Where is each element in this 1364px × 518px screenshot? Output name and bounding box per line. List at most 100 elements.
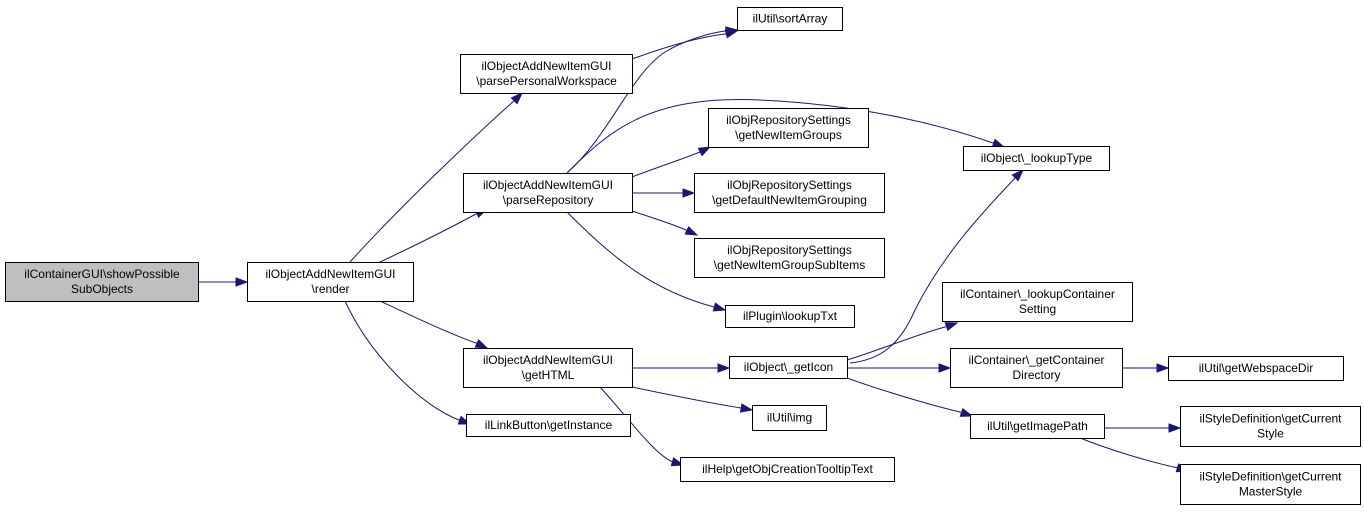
edge-n2-to-n6 [631,29,739,60]
edge-line [349,99,516,263]
node-n2[interactable]: ilObjectAddNewItemGUI\parsePersonalWorks… [460,54,633,94]
edge-n12-to-n17 [846,377,974,417]
node-box [694,173,885,213]
node-box [680,457,895,482]
edge-layer [198,26,1190,473]
edge-n0-to-n1 [198,277,249,287]
node-box [460,54,633,94]
node-label: ilLinkButton\getInstance [485,418,613,432]
node-label: ilUtil\sortArray [753,12,828,26]
edge-line [631,151,701,178]
edge-n3-to-n9 [631,210,699,236]
node-label: \getDefaultNewItemGrouping [712,193,867,207]
node-box [708,108,869,148]
arrowhead [510,91,524,105]
edge-n12-to-n16 [847,363,952,373]
edge-n1-to-n5 [344,300,472,425]
arrowhead [474,338,489,349]
edge-n12-to-n11 [849,168,1025,364]
node-label: ilContainer\_lookupContainer [960,287,1115,301]
node-label: \getNewItemGroups [735,128,842,142]
node-label: ilUtil\getImagePath [987,419,1088,433]
node-label: \getHTML [522,368,575,382]
node-box [737,7,843,31]
edge-line [849,176,1017,364]
node-box [466,414,631,437]
node-n17[interactable]: ilUtil\getImagePath [970,414,1105,439]
edge-line [379,213,477,263]
node-n12[interactable]: ilObject\_getIcon [729,356,848,379]
node-label: ilObjectAddNewItemGUI [483,178,613,192]
node-box [463,173,633,213]
node-label: ilObjectAddNewItemGUI [483,353,613,367]
node-box [970,414,1105,439]
node-n13[interactable]: ilUtil\img [752,405,827,431]
node-label: ilObjRepositorySettings [726,113,851,127]
edge-line [599,386,674,463]
edge-line [1079,437,1179,469]
node-label: ilUtil\img [767,411,812,425]
node-label: ilHelp\getObjCreationTooltipText [702,462,873,476]
node-label: \getNewItemGroupSubItems [714,258,865,272]
edge-line [631,33,726,60]
node-n1[interactable]: ilObjectAddNewItemGUI\render [247,262,414,302]
node-n5[interactable]: ilLinkButton\getInstance [466,414,631,437]
node-n18[interactable]: ilUtil\getWebspaceDir [1168,356,1344,381]
arrowhead [235,277,249,287]
node-label: SubObjects [71,282,133,296]
edge-n1-to-n3 [379,208,489,263]
node-label: ilUtil\getWebspaceDir [1199,361,1314,375]
node-label: Setting [1019,302,1056,316]
node-n14[interactable]: ilHelp\getObjCreationTooltipText [680,457,895,482]
edge-line [846,326,946,361]
arrowhead [697,146,712,157]
node-label: ilContainer\_getContainer [968,353,1104,367]
edge-line [846,377,961,413]
arrowhead [739,403,754,413]
edge-n3-to-n10 [566,211,727,312]
node-label: ilObjectAddNewItemGUI [481,59,611,73]
node-label: \render [311,282,349,296]
node-label: Directory [1012,368,1060,382]
node-box [5,262,199,302]
node-n10[interactable]: ilPlugin\lookupTxt [725,305,855,328]
node-box [729,356,848,379]
node-label: ilStyleDefinition\getCurrent [1199,412,1342,426]
arrowhead [712,302,727,312]
edge-line [379,300,477,344]
arrowhead [938,363,952,373]
node-box [942,282,1133,322]
node-n8[interactable]: ilObjRepositorySettings\getDefaultNewIte… [694,173,885,213]
arrowhead [1011,168,1025,182]
node-box [1180,406,1361,447]
node-box [1180,464,1361,505]
edge-n12-to-n15 [846,322,959,361]
arrowhead [682,188,696,198]
node-box [950,348,1123,388]
node-n6[interactable]: ilUtil\sortArray [737,7,843,31]
node-n9[interactable]: ilObjRepositorySettings\getNewItemGroupS… [694,238,885,278]
arrowhead [944,322,959,332]
arrowhead [1156,363,1170,373]
node-n7[interactable]: ilObjRepositorySettings\getNewItemGroups [708,108,869,148]
node-box [1168,356,1344,381]
edge-n17-to-n20 [1079,437,1190,473]
node-label: ilPlugin\lookupTxt [743,309,838,323]
edge-line [631,210,687,231]
node-label: ilObject\_lookupType [981,151,1093,165]
node-box [963,146,1110,171]
node-n3[interactable]: ilObjectAddNewItemGUI\parseRepository [463,173,633,213]
node-label: ilObjRepositorySettings [727,178,852,192]
node-n11[interactable]: ilObject\_lookupType [963,146,1110,171]
arrowhead [684,225,699,236]
edge-line [566,211,715,308]
node-n4[interactable]: ilObjectAddNewItemGUI\getHTML [463,348,633,388]
arrowhead [1168,423,1182,433]
